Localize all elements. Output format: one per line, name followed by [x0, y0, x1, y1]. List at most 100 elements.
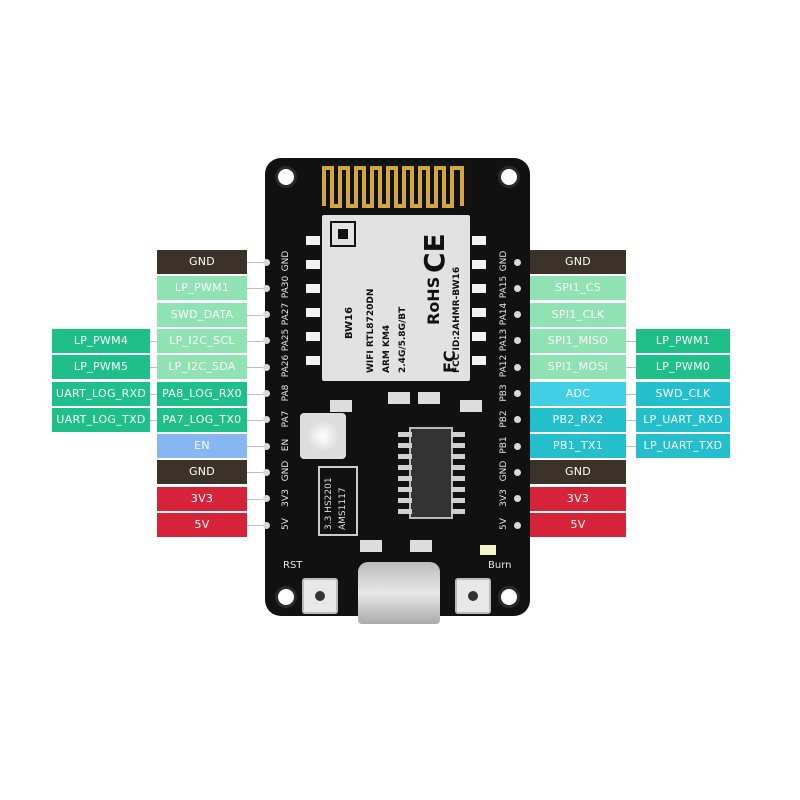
module-side-pad [306, 284, 320, 293]
chip-leg [451, 465, 465, 470]
chip-leg [398, 509, 412, 514]
pin-pad [263, 442, 270, 450]
chip-leg [398, 487, 412, 492]
left-pin-label: LP_PWM1 [157, 276, 247, 301]
regulator-chip: 3.3 HS2201 AMS1117 [318, 466, 358, 536]
fcc-id: FCC ID:2AHMR-BW16 [452, 266, 462, 373]
mount-hole-top-right [498, 166, 520, 188]
connector-line [626, 446, 636, 448]
far-left-pin-label: UART_LOG_TXD [52, 407, 150, 432]
far-left-pin-label: LP_PWM4 [52, 328, 150, 353]
bw16-module: BW16 WIFI RTL8720DN ARM KM4 2.4G/5.8G/BT… [322, 215, 470, 381]
button-dot-icon [315, 591, 325, 601]
module-line1: WIFI RTL8720DN [366, 288, 376, 373]
pin-pad [514, 468, 521, 476]
right-pin-label: 5V [530, 513, 626, 537]
pin-pad [514, 337, 521, 345]
right-pin-name: 5V [499, 518, 509, 530]
chip-leg [451, 454, 465, 459]
smd-component [410, 540, 432, 552]
pin-pad [263, 468, 270, 476]
pin-pad [263, 390, 270, 397]
pin-pad [514, 311, 521, 319]
connector-line [247, 367, 263, 369]
button-dot-icon [468, 591, 478, 601]
right-pin-label: GND [530, 460, 626, 485]
pin-pad [514, 258, 521, 266]
far-left-pin-label: LP_PWM5 [52, 355, 150, 380]
far-right-pin-label: LP_PWM1 [636, 328, 730, 353]
left-pin-name: 5V [281, 518, 291, 530]
module-side-pad [472, 260, 486, 269]
pin-pad [263, 258, 270, 266]
connector-line [150, 419, 157, 421]
connector-line [247, 446, 263, 448]
connector-line [150, 393, 157, 395]
connector-line [247, 262, 263, 263]
right-pin-label: PB2_RX2 [530, 407, 626, 432]
chip-leg [451, 432, 465, 437]
left-pin-label: SWD_DATA [157, 302, 247, 327]
chip-leg [451, 487, 465, 492]
connector-line [150, 367, 157, 369]
chip-leg [451, 476, 465, 481]
module-side-pad [306, 260, 320, 269]
left-pin-label: PA7_LOG_TX0 [157, 407, 247, 432]
module-side-pad [306, 356, 320, 365]
pin-pad [514, 390, 521, 397]
right-pin-label: GND [530, 250, 626, 274]
chip-leg [451, 443, 465, 448]
pin-pad [514, 521, 521, 529]
connector-line [247, 314, 263, 316]
pin-pad [514, 284, 521, 292]
connector-line [247, 498, 263, 500]
pin-pad [263, 284, 270, 292]
connector-line [247, 419, 263, 421]
chip-leg [398, 476, 412, 481]
chip-leg [451, 509, 465, 514]
pin-pad [263, 495, 270, 503]
module-line2: ARM KM4 [382, 324, 392, 373]
module-line3: 2.4G/5.8G/BT [398, 306, 408, 373]
pin-pad [514, 442, 521, 450]
rst-label: RST [283, 560, 303, 571]
right-pin-label: SPI1_CLK [530, 302, 626, 327]
far-right-pin-label: LP_PWM0 [636, 355, 730, 380]
module-side-pad [472, 236, 486, 245]
pin-pad [263, 337, 270, 345]
module-component-icon [330, 221, 356, 247]
far-right-pin-label: LP_UART_TXD [636, 434, 730, 459]
module-side-pad [472, 332, 486, 341]
burn-label: Burn [488, 560, 512, 571]
connector-line [626, 367, 636, 369]
right-pin-label: SPI1_CS [530, 276, 626, 301]
left-pin-label: EN [157, 434, 247, 459]
connector-line [626, 340, 636, 342]
regulator-line1: AMS1117 [338, 487, 348, 530]
burn-button[interactable] [455, 578, 491, 614]
chip-leg [398, 443, 412, 448]
connector-line [150, 340, 157, 342]
connector-line [247, 472, 263, 474]
mount-hole-bottom-left [275, 586, 297, 608]
connector-line [247, 340, 263, 342]
chip-leg [398, 498, 412, 503]
left-pin-label: LP_I2C_SDA [157, 355, 247, 380]
mount-hole-bottom-right [498, 586, 520, 608]
smd-component [418, 392, 440, 404]
rgb-led [300, 413, 346, 459]
pin-pad [263, 416, 270, 424]
module-name: BW16 [344, 306, 355, 339]
smd-component [360, 540, 382, 552]
pin-pad [514, 495, 521, 503]
module-side-pad [306, 236, 320, 245]
right-pin-label: SPI1_MOSI [530, 355, 626, 380]
right-pin-label: PB1_TX1 [530, 434, 626, 459]
rst-button[interactable] [302, 578, 338, 614]
connector-line [247, 288, 263, 290]
pin-pad [263, 521, 270, 529]
power-led [480, 545, 496, 555]
smd-component [330, 400, 352, 412]
regulator-line2: 3.3 HS2201 [324, 477, 334, 530]
left-pin-label: 5V [157, 513, 247, 537]
